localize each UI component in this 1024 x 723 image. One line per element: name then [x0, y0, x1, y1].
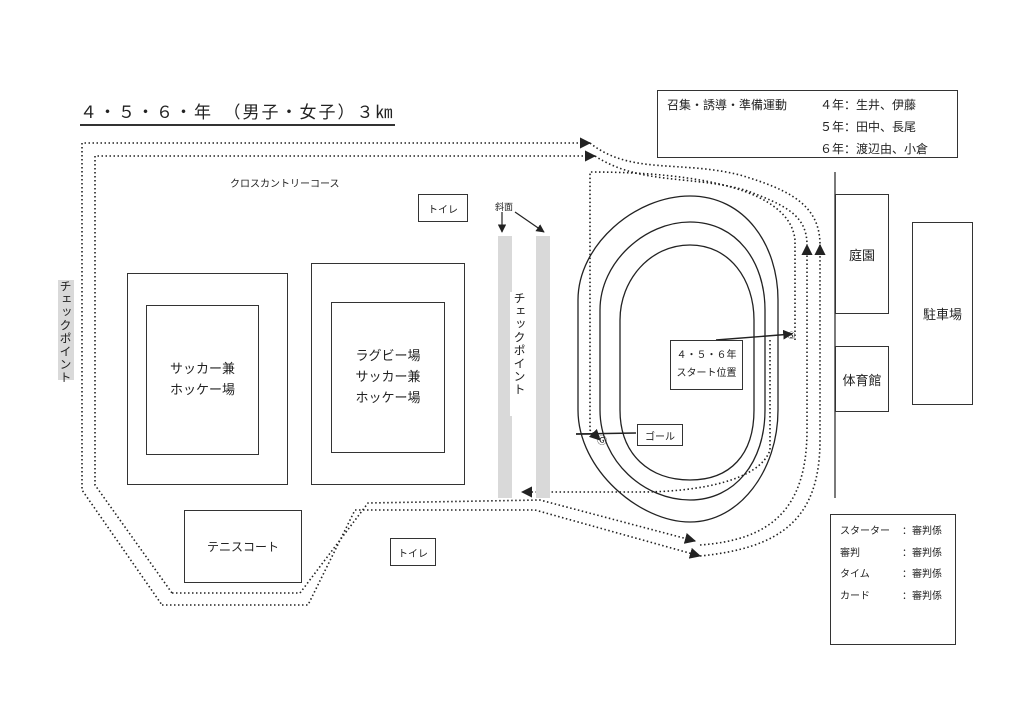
- role-assignee-3: ：審判係: [902, 569, 942, 580]
- role-assignee-4: ：審判係: [902, 591, 942, 602]
- toilet-bottom-label: トイレ: [398, 548, 428, 560]
- role-name: タイム: [840, 569, 870, 580]
- gym-label: 体育館: [842, 373, 882, 389]
- course-label: クロスカントリーコース: [230, 179, 340, 190]
- parking-label: 駐車場: [922, 308, 962, 323]
- staff-heading: 召集・誘導・準備運動: [667, 98, 788, 112]
- role-name: 審判: [840, 548, 860, 559]
- rugby-label-1: ラグビー場: [355, 349, 421, 364]
- staff-row-5: ５年：田中、長尾: [820, 120, 917, 134]
- roles-box: [830, 514, 956, 645]
- role-assignee-1: ：審判係: [902, 526, 942, 537]
- rugby-field-outer: [311, 263, 465, 485]
- goal-box: ゴール: [637, 424, 683, 446]
- rugby-label-3: ホッケー場: [355, 391, 421, 406]
- soccer-label-1: サッカー兼: [169, 362, 235, 377]
- checkpoint-bar-right: [536, 236, 550, 498]
- running-track: [577, 195, 779, 523]
- tennis-court: テニスコート: [184, 510, 302, 583]
- rugby-label-2: サッカー兼: [355, 370, 421, 385]
- soccer-field-outer: [127, 273, 288, 485]
- toilet-top-label: トイレ: [428, 204, 458, 216]
- checkpoint-middle-label: チェックポイント: [510, 292, 528, 416]
- page-title: ４・５・６・年 （男子・女子）３㎞: [80, 98, 395, 126]
- role-row-4: カード: [840, 587, 870, 602]
- goal-label: ゴール: [645, 431, 675, 443]
- start-box: ４・５・６年 スタート位置: [670, 340, 743, 390]
- role-assignee-2: ：審判係: [902, 548, 942, 559]
- toilet-top: トイレ: [418, 194, 468, 222]
- staff-row-6: ６年：渡辺由、小倉: [820, 142, 929, 156]
- role-name: スターター: [840, 526, 890, 537]
- checkpoint-bar-west: [58, 280, 74, 380]
- goal-marker: Ⓖ: [597, 436, 607, 447]
- role-row-1: スターター: [840, 522, 890, 537]
- soccer-field-inner: サッカー兼 ホッケー場: [146, 305, 259, 455]
- tennis-label: テニスコート: [206, 540, 279, 554]
- garden-label: 庭園: [848, 248, 875, 264]
- rugby-field-inner: ラグビー場 サッカー兼 ホッケー場: [331, 302, 445, 453]
- soccer-label-2: ホッケー場: [169, 383, 235, 398]
- slope-label: 斜面: [495, 203, 514, 213]
- role-row-3: タイム: [840, 565, 870, 580]
- staff-box: [657, 90, 958, 158]
- parking: 駐車場: [912, 222, 973, 405]
- staff-row-4: ４年：生井、伊藤: [820, 98, 917, 112]
- start-label-2: スタート位置: [676, 368, 737, 379]
- role-name: カード: [840, 591, 870, 602]
- garden: 庭園: [835, 194, 889, 314]
- toilet-bottom: トイレ: [390, 538, 436, 566]
- checkpoint-bar-left: [498, 236, 512, 498]
- checkpoint-left-label: チェックポイント: [58, 280, 72, 384]
- course-route: [81, 137, 826, 606]
- gym: 体育館: [835, 346, 889, 412]
- start-marker: ⑤: [787, 331, 796, 342]
- role-row-2: 審判: [840, 544, 860, 559]
- start-label-1: ４・５・６年: [676, 350, 737, 361]
